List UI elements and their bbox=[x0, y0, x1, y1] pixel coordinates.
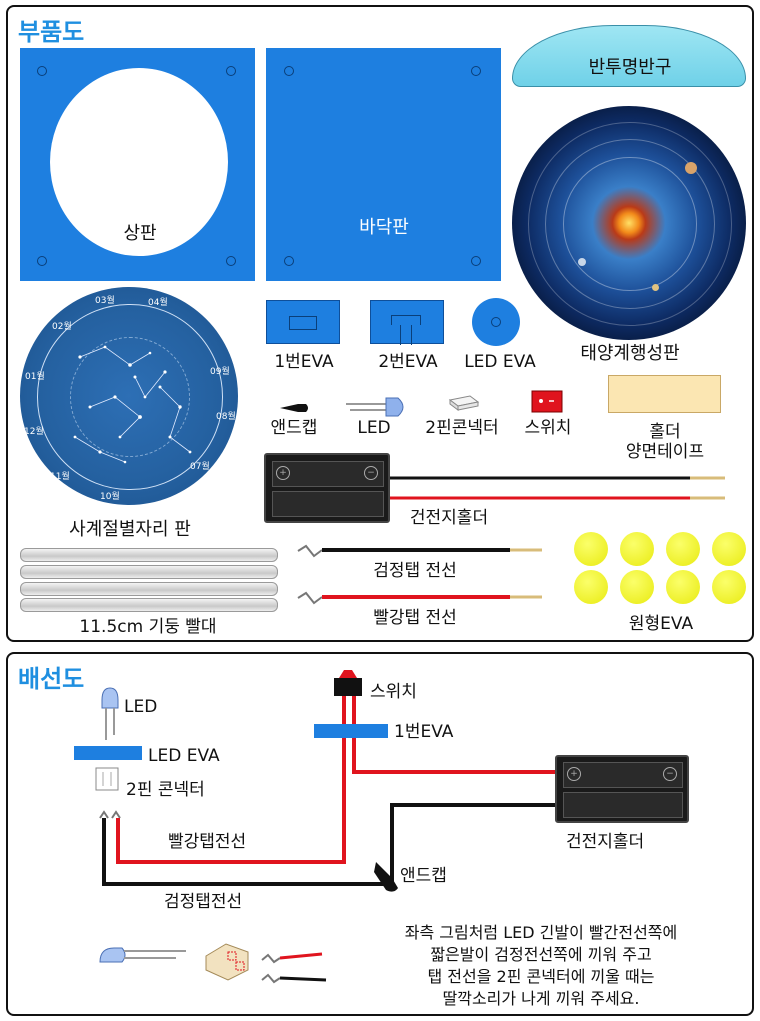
wiring-eva1-label: 1번EVA bbox=[394, 722, 454, 742]
month-label: 09월 bbox=[210, 367, 230, 377]
eva1-label: 1번EVA bbox=[274, 352, 334, 372]
round-eva bbox=[666, 532, 700, 566]
screw-hole bbox=[284, 66, 294, 76]
top-plate-cutout bbox=[50, 68, 228, 256]
round-eva bbox=[620, 570, 654, 604]
month-label: 01월 bbox=[25, 372, 45, 382]
straw-label: 11.5cm 기둥 빨대 bbox=[79, 617, 217, 637]
wiring-black-wire-label: 검정탭전선 bbox=[164, 892, 243, 912]
round-eva bbox=[712, 532, 746, 566]
wiring-led-eva-label: LED EVA bbox=[148, 746, 220, 766]
black-wire-label: 검정탭 전선 bbox=[373, 561, 457, 581]
wiring-battery-holder: + − bbox=[555, 755, 689, 823]
eva2 bbox=[370, 300, 444, 345]
dome bbox=[512, 25, 746, 87]
bottom-plate bbox=[266, 48, 501, 281]
straw bbox=[20, 548, 278, 562]
straw bbox=[20, 582, 278, 596]
end-cap-label: 앤드캡 bbox=[270, 418, 318, 438]
round-eva bbox=[574, 532, 608, 566]
eva1 bbox=[266, 300, 340, 344]
screw-hole bbox=[284, 256, 294, 266]
bottom-plate-label: 바닥판 bbox=[359, 217, 409, 238]
month-label: 04월 bbox=[148, 298, 168, 308]
led-label: LED bbox=[357, 418, 391, 438]
screw-hole bbox=[471, 66, 481, 76]
month-label: 10월 bbox=[100, 492, 120, 502]
screw-hole bbox=[226, 256, 236, 266]
wiring-red-wire-label: 빨강탭전선 bbox=[168, 832, 247, 852]
battery-holder-label: 건전지홀더 bbox=[409, 508, 489, 528]
solar-system-plate bbox=[512, 106, 746, 340]
screw-hole bbox=[226, 66, 236, 76]
parts-heading: 부품도 bbox=[18, 18, 85, 46]
straw bbox=[20, 565, 278, 579]
solar-system-label: 태양계행성판 bbox=[580, 343, 680, 364]
eva2-label: 2번EVA bbox=[378, 352, 438, 372]
month-label: 12월 bbox=[24, 427, 44, 437]
led-eva bbox=[472, 298, 520, 346]
constellation-lines bbox=[73, 345, 192, 464]
switch-label: 스위치 bbox=[524, 418, 572, 438]
wiring-heading: 배선도 bbox=[18, 665, 85, 693]
holder-tape bbox=[608, 375, 721, 413]
wiring-note: 좌측 그림처럼 LED 긴발이 빨간전선쪽에 짧은발이 검정전선쪽에 끼워 주고… bbox=[404, 923, 678, 1008]
round-eva bbox=[574, 570, 608, 604]
month-label: 11월 bbox=[50, 472, 70, 482]
month-label: 08월 bbox=[216, 412, 236, 422]
month-label: 07월 bbox=[190, 462, 210, 472]
round-eva bbox=[712, 570, 746, 604]
month-label: 02월 bbox=[52, 322, 72, 332]
wiring-panel bbox=[6, 652, 754, 1016]
star-map-plate: 03월 04월 02월 01월 12월 11월 10월 09월 08월 07월 bbox=[20, 287, 238, 505]
wiring-switch-label: 스위치 bbox=[370, 682, 417, 702]
screw-hole bbox=[471, 256, 481, 266]
round-eva-label: 원형EVA bbox=[628, 614, 694, 634]
battery-holder: + − bbox=[264, 453, 390, 523]
straw bbox=[20, 598, 278, 612]
star-map-label: 사계절별자리 판 bbox=[69, 519, 191, 540]
led-eva-label: LED EVA bbox=[464, 352, 536, 372]
screw-hole bbox=[37, 256, 47, 266]
month-label: 03월 bbox=[95, 296, 115, 306]
round-eva bbox=[620, 532, 654, 566]
wiring-end-cap-label: 앤드캡 bbox=[400, 866, 447, 886]
connector-label: 2핀콘넥터 bbox=[425, 418, 499, 438]
top-plate-label: 상판 bbox=[123, 223, 157, 244]
wiring-battery-holder-label: 건전지홀더 bbox=[566, 832, 645, 852]
screw-hole bbox=[37, 66, 47, 76]
wiring-connector-label: 2핀 콘넥터 bbox=[126, 780, 205, 800]
round-eva bbox=[666, 570, 700, 604]
red-wire-label: 빨강탭 전선 bbox=[373, 608, 457, 628]
tape-label: 홀더 양면테이프 bbox=[625, 422, 705, 462]
wiring-led-label: LED bbox=[124, 697, 158, 717]
dome-label: 반투명반구 bbox=[588, 57, 672, 78]
